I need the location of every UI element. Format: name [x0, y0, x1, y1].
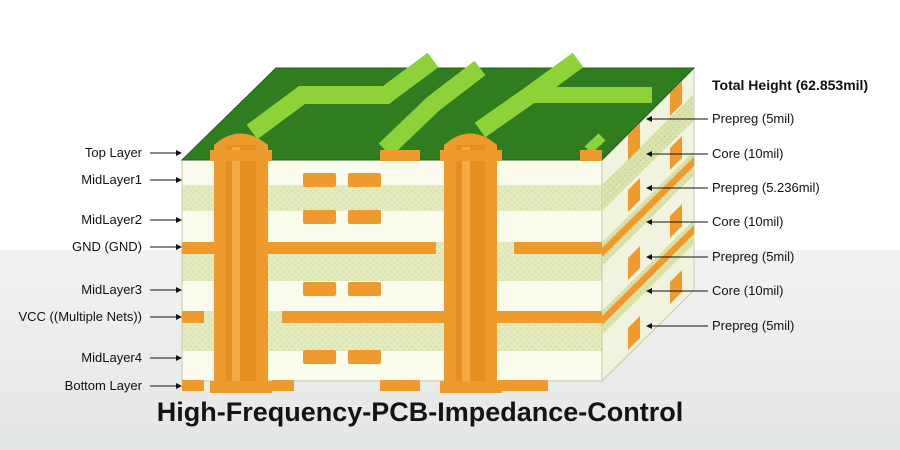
label-total-height: Total Height (62.853mil)	[712, 77, 869, 93]
pad	[348, 350, 381, 364]
label-prepreg-3: Prepreg (5mil)	[712, 249, 795, 264]
right-leaders	[646, 116, 708, 329]
left-leaders	[150, 150, 182, 389]
label-midlayer3: MidLayer3	[81, 282, 142, 297]
top-layer-copper	[380, 150, 420, 161]
top-layer-copper	[580, 150, 602, 161]
bottom-layer-copper	[380, 380, 420, 391]
label-bottom-layer: Bottom Layer	[64, 378, 142, 393]
label-prepreg-1: Prepreg (5mil)	[712, 111, 795, 126]
top-face	[180, 52, 696, 161]
side-face	[601, 67, 695, 382]
top-trace	[378, 60, 486, 157]
bottom-layer-copper	[182, 380, 204, 391]
pad	[303, 210, 336, 224]
gnd-plane	[514, 242, 602, 254]
label-core-3: Core (10mil)	[712, 283, 784, 298]
label-midlayer1: MidLayer1	[81, 172, 142, 187]
pad	[303, 173, 336, 187]
vcc-plane	[282, 311, 602, 323]
top-trace	[584, 133, 606, 154]
label-top-layer: Top Layer	[84, 145, 142, 160]
pad	[348, 210, 381, 224]
figure-caption: High-Frequency-PCB-Impedance-Control	[156, 397, 684, 427]
label-core-1: Core (10mil)	[712, 146, 784, 161]
bottom-layer-copper	[272, 380, 294, 391]
label-prepreg-2: Prepreg (5.236mil)	[712, 180, 820, 195]
label-gnd: GND (GND)	[71, 239, 142, 254]
label-vcc: VCC ((Multiple Nets))	[18, 309, 142, 324]
bottom-layer-copper	[498, 380, 548, 391]
via-right	[440, 133, 502, 393]
top-trace	[246, 52, 439, 140]
label-midlayer4: MidLayer4	[81, 350, 142, 365]
label-core-2: Core (10mil)	[712, 214, 784, 229]
pad	[303, 282, 336, 296]
vcc-plane	[182, 311, 204, 323]
label-prepreg-4: Prepreg (5mil)	[712, 318, 795, 333]
pad	[348, 173, 381, 187]
label-midlayer2: MidLayer2	[81, 212, 142, 227]
pad	[348, 282, 381, 296]
via-left	[210, 133, 272, 393]
pad	[303, 350, 336, 364]
